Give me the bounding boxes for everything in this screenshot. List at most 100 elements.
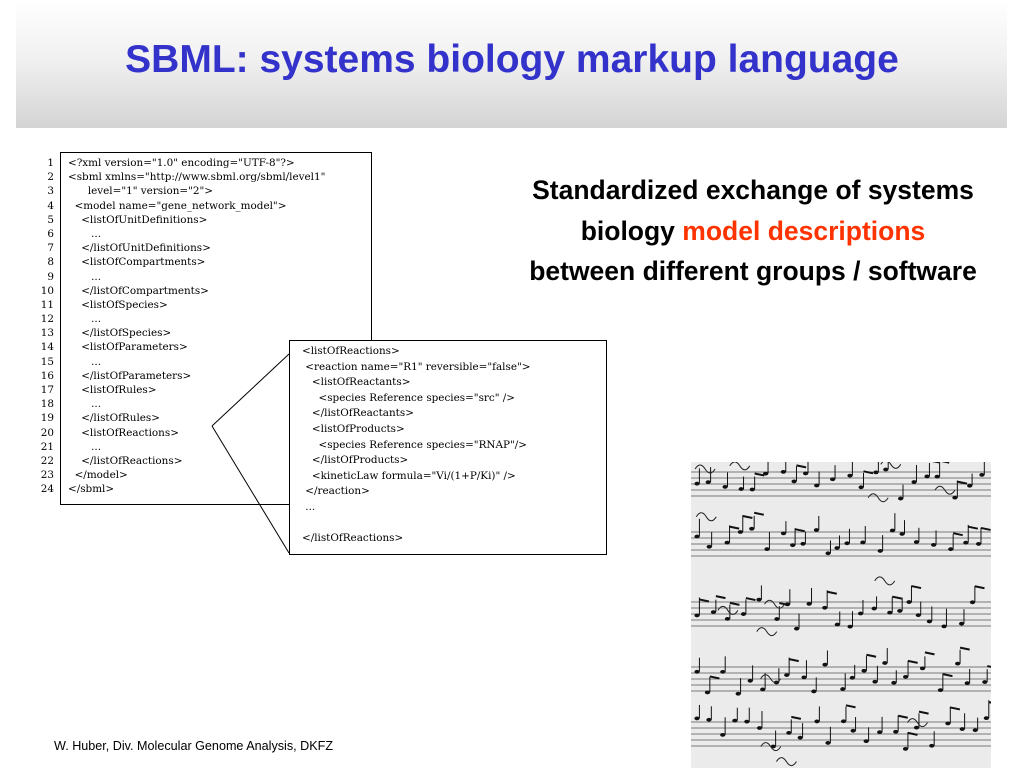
zoom-code-line: <reaction name="R1" reversible="false"> [302, 360, 531, 373]
ink-flourish [764, 599, 785, 609]
note-head [850, 728, 856, 733]
code-line: <listOfSpecies> [68, 298, 168, 311]
zoom-code-line: ... [302, 500, 316, 513]
note-head [780, 469, 786, 474]
note-head [955, 661, 961, 666]
note-head [926, 619, 933, 624]
note-head [840, 719, 847, 724]
code-line: </listOfReactions> [68, 454, 183, 467]
code-line: <listOfRules> [68, 384, 157, 396]
note-head [906, 600, 912, 604]
description-part2: between different groups / software [529, 256, 977, 286]
ink-flourish [934, 485, 956, 495]
note-head [913, 725, 920, 730]
note-beam [957, 480, 968, 485]
sheet-music-svg [691, 462, 991, 767]
note-beam [794, 528, 805, 533]
note-head [704, 690, 711, 695]
note-head [898, 496, 904, 501]
line-number: 13 [40, 327, 54, 340]
ink-flourish [867, 493, 889, 503]
note-head [941, 624, 947, 629]
code-line: <listOfParameters> [68, 341, 188, 354]
note-head [738, 487, 744, 491]
ink-flourish [775, 757, 797, 767]
note-head [790, 543, 796, 548]
description-highlight-model: model [682, 215, 761, 246]
note-head [797, 735, 803, 740]
note-head [857, 611, 864, 616]
title-banner [16, 0, 1007, 128]
note-head [872, 679, 878, 684]
line-number: 12 [40, 313, 54, 326]
note-beam [988, 701, 991, 704]
note-head [952, 495, 958, 500]
note-head [903, 674, 909, 679]
note-beam [986, 665, 991, 668]
note-head [844, 541, 850, 546]
zoom-code-line: <kineticLaw formula="Vi/(1+P/Ki)" /> [302, 469, 516, 482]
line-number: 20 [40, 426, 54, 439]
note-head [934, 474, 940, 479]
ink-flourish [874, 576, 896, 586]
note-beam [699, 598, 710, 603]
slide-title: SBML: systems biology markup language [125, 38, 899, 81]
note-head [889, 528, 896, 533]
code-line: ... [68, 398, 102, 411]
ink-flourish [760, 742, 782, 752]
note-beam [742, 515, 753, 519]
zoom-code-line [302, 516, 530, 532]
note-head [913, 540, 920, 544]
note-head [871, 606, 877, 611]
ink-flourish [717, 605, 739, 615]
note-head [967, 483, 973, 488]
zoom-code-line: <listOfProducts> [302, 422, 405, 435]
description-text: Standardized exchange of systems biology… [528, 170, 978, 292]
note-head [806, 601, 812, 606]
note-beam [788, 658, 799, 663]
note-beam [959, 646, 970, 651]
note-head [740, 612, 747, 616]
note-head [915, 613, 921, 618]
note-head [814, 483, 820, 488]
line-number: 4 [47, 199, 54, 212]
zoom-code-line: </listOfReactions> [302, 532, 404, 545]
note-head [794, 626, 800, 631]
zoom-code-line: <listOfReactants> [302, 376, 411, 389]
note-beam [950, 706, 961, 711]
code-line: <listOfReactions> [68, 426, 179, 439]
note-head [722, 484, 728, 489]
line-number: 24 [40, 483, 54, 496]
note-head [834, 546, 840, 550]
note-head [861, 668, 867, 673]
note-head [760, 687, 766, 692]
note-beam [863, 470, 874, 475]
note-head [822, 605, 828, 610]
code-line: <listOfCompartments> [68, 256, 206, 269]
note-beam [968, 525, 979, 530]
description-highlight-descriptions: descriptions [767, 215, 926, 246]
note-head [964, 681, 970, 686]
note-head [732, 718, 738, 723]
line-number: 6 [47, 227, 54, 240]
note-head [710, 610, 717, 614]
note-head [887, 610, 893, 615]
note-head [863, 739, 869, 744]
note-beam [924, 651, 935, 656]
code-line: ... [68, 227, 102, 240]
note-head [969, 600, 976, 605]
note-head [706, 544, 712, 549]
note-head [811, 689, 817, 694]
note-head [882, 661, 888, 665]
zoom-code-line: </listOfProducts> [302, 454, 409, 467]
ink-flourish [694, 464, 716, 474]
line-number: 19 [40, 412, 54, 425]
note-head [877, 730, 883, 735]
note-head [756, 726, 763, 730]
note-head [860, 540, 866, 545]
zoom-lines: <listOfReactions> <reaction name="R1" re… [302, 344, 530, 547]
note-head [694, 613, 700, 618]
note-head [825, 741, 831, 745]
zoom-code-line: <listOfReactions> [302, 345, 400, 357]
